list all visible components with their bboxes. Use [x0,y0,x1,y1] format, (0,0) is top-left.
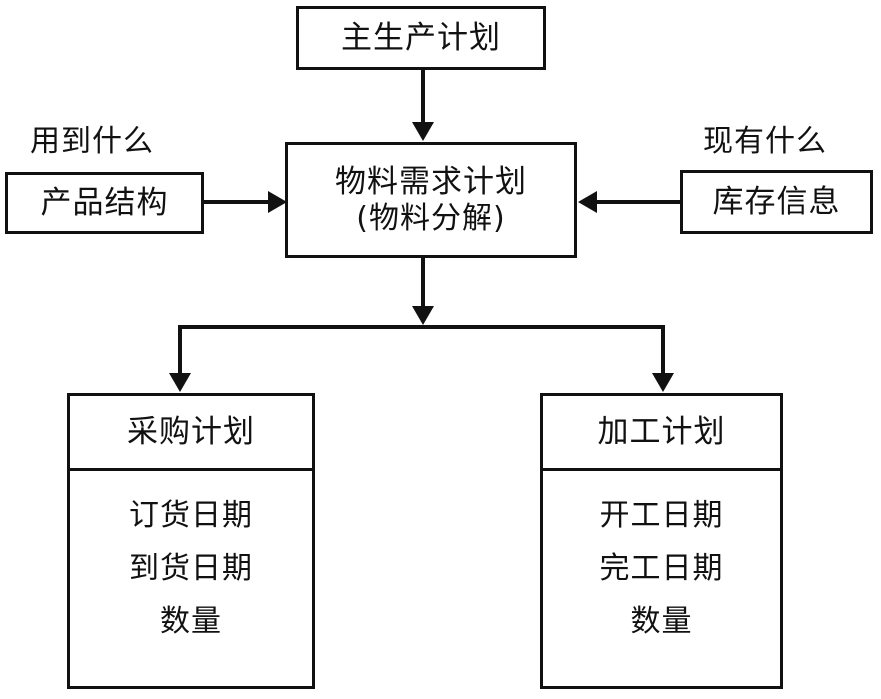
node-material-requirements-plan[interactable]: 物料需求计划 (物料分解) [285,142,577,258]
node-master-production-plan[interactable]: 主生产计划 [296,6,546,70]
node-processing-plan-header-label: 加工计划 [597,413,726,450]
node-processing-plan-row-1: 开工日期 [599,498,724,533]
connector-branch-left-line [178,325,182,375]
node-purchase-plan-header-label: 采购计划 [127,413,255,450]
connector-product-structure-to-mrp-arrowhead [268,191,287,213]
node-inventory-information[interactable]: 库存信息 [680,170,873,234]
node-processing-plan[interactable]: 加工计划 开工日期 完工日期 数量 [540,393,783,689]
node-product-structure[interactable]: 产品结构 [5,172,204,234]
node-material-requirements-plan-line2: (物料分解) [356,200,506,236]
connector-split-bus [178,325,665,329]
node-material-requirements-plan-line1: 物料需求计划 [335,164,527,201]
connector-mrp-to-split-arrowhead [412,306,434,325]
node-processing-plan-body: 开工日期 完工日期 数量 [543,471,780,686]
connector-branch-right-arrowhead [652,373,674,392]
label-left-caption: 用到什么 [30,124,154,159]
node-purchase-plan[interactable]: 采购计划 订货日期 到货日期 数量 [67,393,315,689]
connector-product-structure-to-mrp-line [204,200,272,204]
node-master-production-plan-label: 主生产计划 [341,19,501,56]
connector-mrp-to-split-line [421,258,425,308]
node-purchase-plan-header: 采购计划 [70,396,312,471]
node-processing-plan-row-3: 数量 [630,604,693,639]
label-right-caption: 现有什么 [703,124,827,159]
connector-branch-right-line [661,325,665,375]
connector-master-to-mrp-line [421,70,425,124]
connector-branch-left-arrowhead [169,373,191,392]
connector-inventory-to-mrp-arrowhead [578,191,597,213]
node-processing-plan-row-2: 完工日期 [599,551,724,586]
node-processing-plan-header: 加工计划 [543,396,780,471]
node-purchase-plan-row-2: 到货日期 [129,551,253,586]
node-purchase-plan-row-1: 订货日期 [129,498,253,533]
connector-inventory-to-mrp-line [594,200,680,204]
node-purchase-plan-body: 订货日期 到货日期 数量 [70,471,312,686]
node-purchase-plan-row-3: 数量 [160,604,222,639]
node-product-structure-label: 产品结构 [40,184,169,221]
connector-master-to-mrp-arrowhead [412,122,434,141]
node-inventory-information-label: 库存信息 [712,183,841,220]
